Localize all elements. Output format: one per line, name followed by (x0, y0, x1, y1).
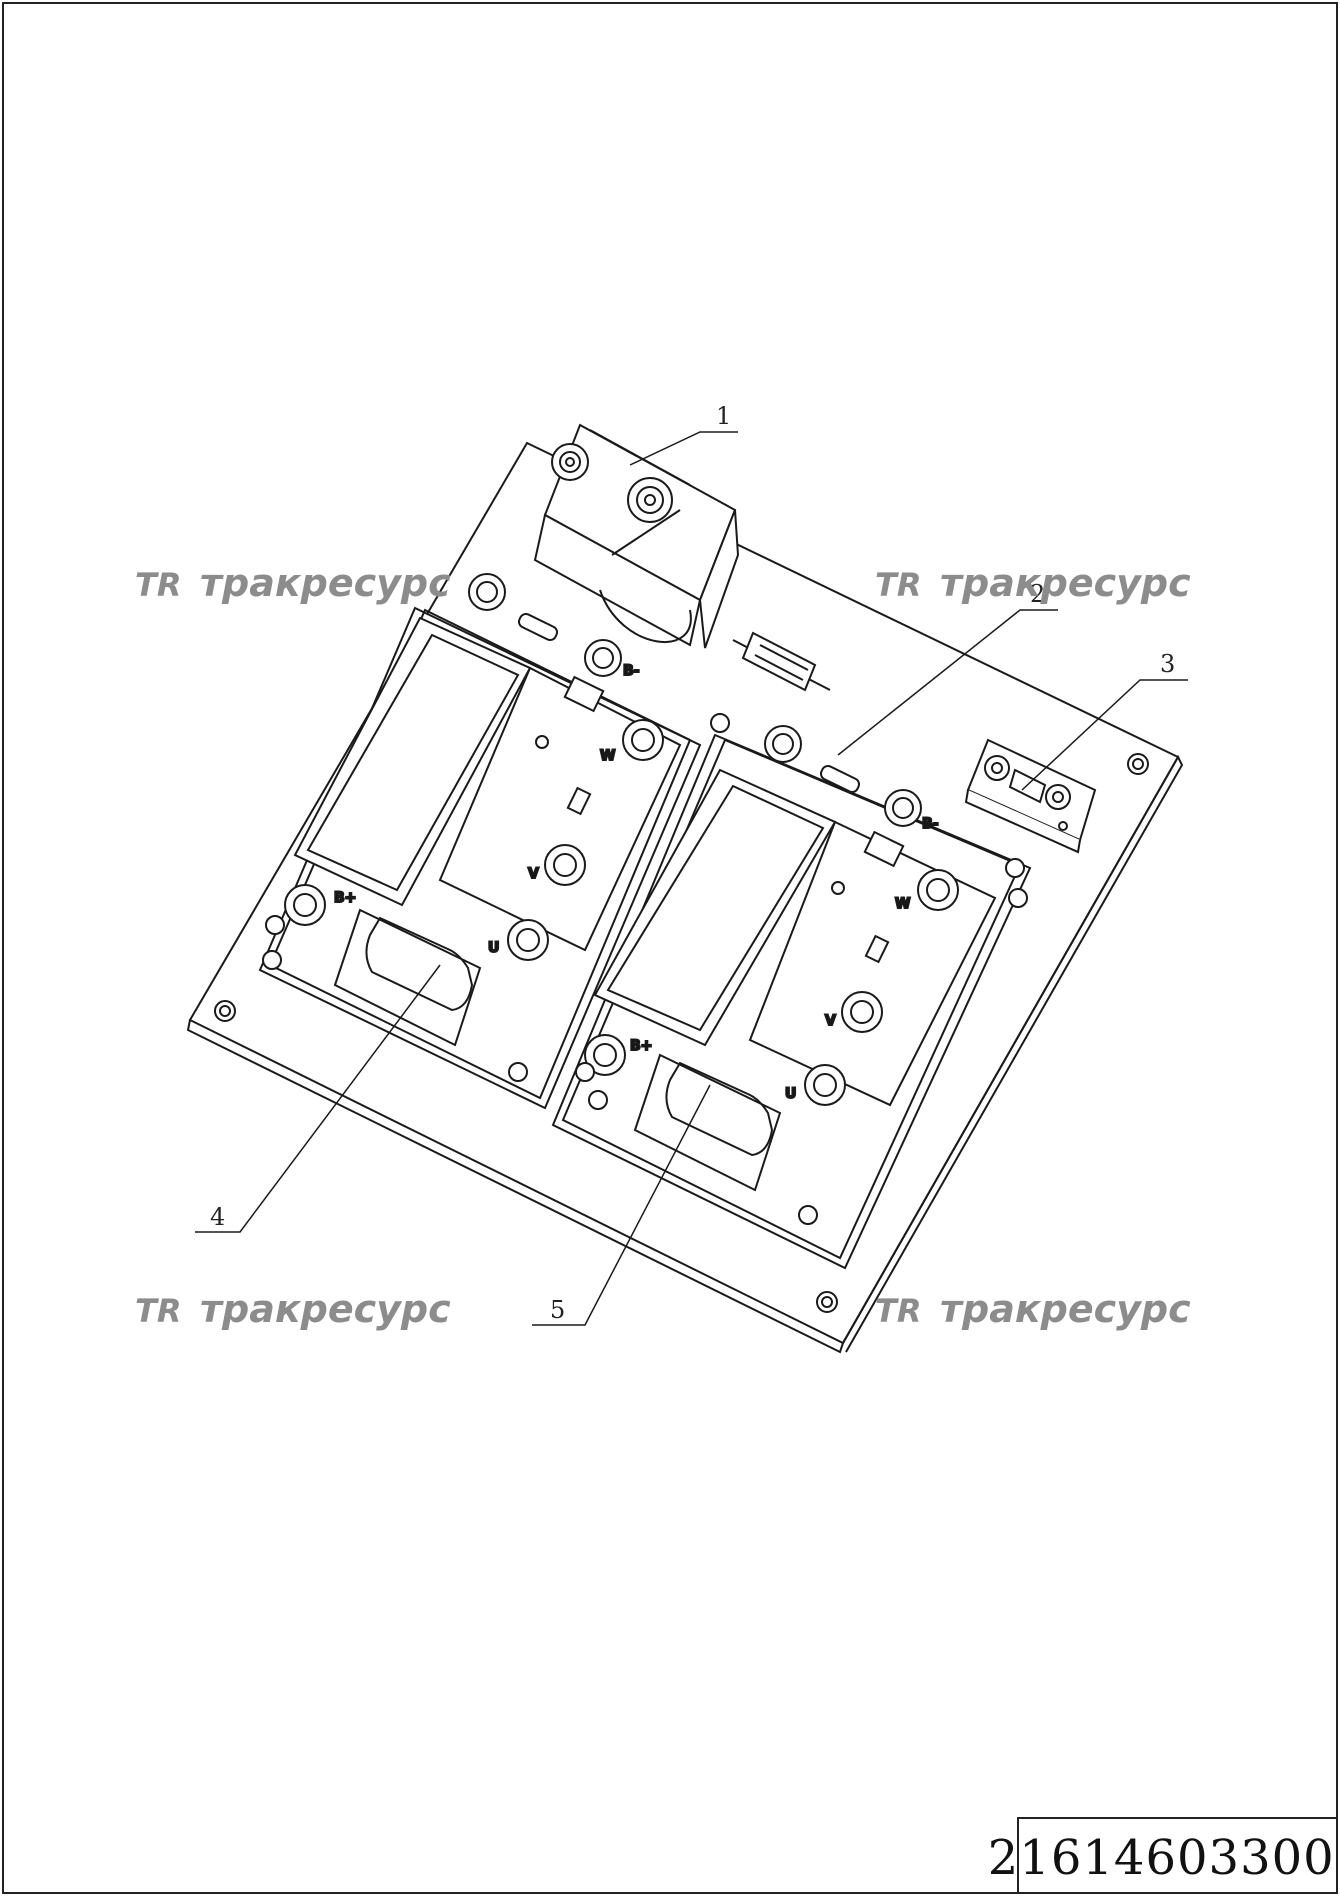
callout-2: 2 (1030, 580, 1045, 608)
watermark-top-right: TR тракресурс (875, 561, 1191, 605)
motor-controller-left: B- W V U B+ (258, 573, 730, 1110)
watermark-logo: TR (135, 1292, 181, 1330)
terminal-label-b-plus-right: B+ (630, 1038, 652, 1054)
watermark-logo: TR (875, 566, 921, 604)
callout-4: 4 (210, 1203, 225, 1231)
terminal-label-u-right: U (785, 1086, 796, 1102)
part-number-box: 216146033001 (988, 1817, 1340, 1894)
terminal-label-b-minus-right: B- (922, 816, 939, 832)
callout-leaders (195, 431, 1188, 1326)
watermark-bottom-right: TR тракресурс (875, 1287, 1191, 1331)
terminal-label-u-left: U (488, 940, 499, 956)
terminal-label-w-right: W (895, 896, 910, 912)
watermark-top-left: TR тракресурс (135, 561, 451, 605)
part-number: 216146033001 (988, 1830, 1340, 1886)
watermark-bottom-left: TR тракресурс (135, 1287, 451, 1331)
terminal-label-b-minus-left: B- (623, 663, 640, 679)
fuse-holder (964, 738, 1097, 854)
watermark-text: тракресурс (200, 561, 451, 605)
watermark-logo: TR (135, 566, 181, 604)
terminal-label-v-right: V (825, 1013, 836, 1029)
watermark-text: тракресурс (940, 561, 1191, 605)
contactor (533, 423, 740, 649)
watermark-logo: TR (875, 1292, 921, 1330)
watermark-text: тракресурс (200, 1287, 451, 1331)
callout-1: 1 (716, 402, 731, 430)
motor-controller-right: B- W V U B+ (551, 725, 1032, 1270)
callout-3: 3 (1160, 650, 1175, 678)
watermark-text: тракресурс (940, 1287, 1191, 1331)
terminal-label-b-plus-left: B+ (334, 890, 356, 906)
base-plate (186, 441, 1184, 1354)
terminal-label-w-left: W (600, 748, 615, 764)
terminal-label-v-left: V (528, 866, 539, 882)
resistor (732, 631, 831, 692)
callout-5: 5 (550, 1296, 565, 1324)
